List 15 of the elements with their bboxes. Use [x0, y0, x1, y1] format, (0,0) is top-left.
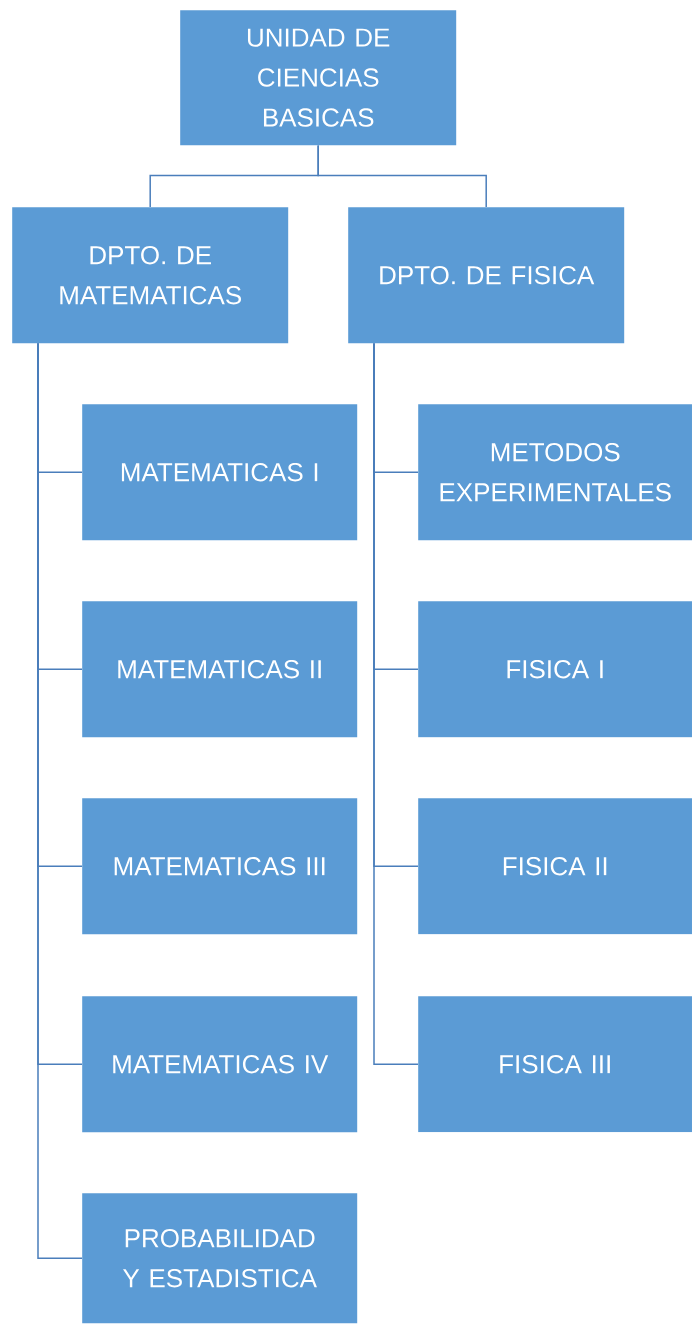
org-box: DPTO. DE MATEMATICAS [12, 207, 289, 344]
org-box: MATEMATICAS III [82, 798, 358, 935]
org-box: METODOS EXPERIMENTALES [418, 404, 692, 541]
connector-line [373, 342, 419, 1065]
org-box: MATEMATICAS I [82, 404, 358, 541]
org-box: FISICA I [418, 601, 692, 738]
connector-line [317, 144, 487, 208]
org-box: MATEMATICAS IV [82, 996, 358, 1133]
org-box: FISICA III [418, 996, 692, 1133]
org-box: FISICA II [418, 798, 692, 935]
org-box: MATEMATICAS II [82, 601, 358, 738]
org-box: UNIDAD DE CIENCIAS BASICAS [180, 10, 457, 146]
org-box: PROBABILIDAD Y ESTADISTICA [82, 1193, 358, 1324]
org-box: DPTO. DE FISICA [348, 207, 625, 344]
connector-line [37, 342, 83, 1259]
